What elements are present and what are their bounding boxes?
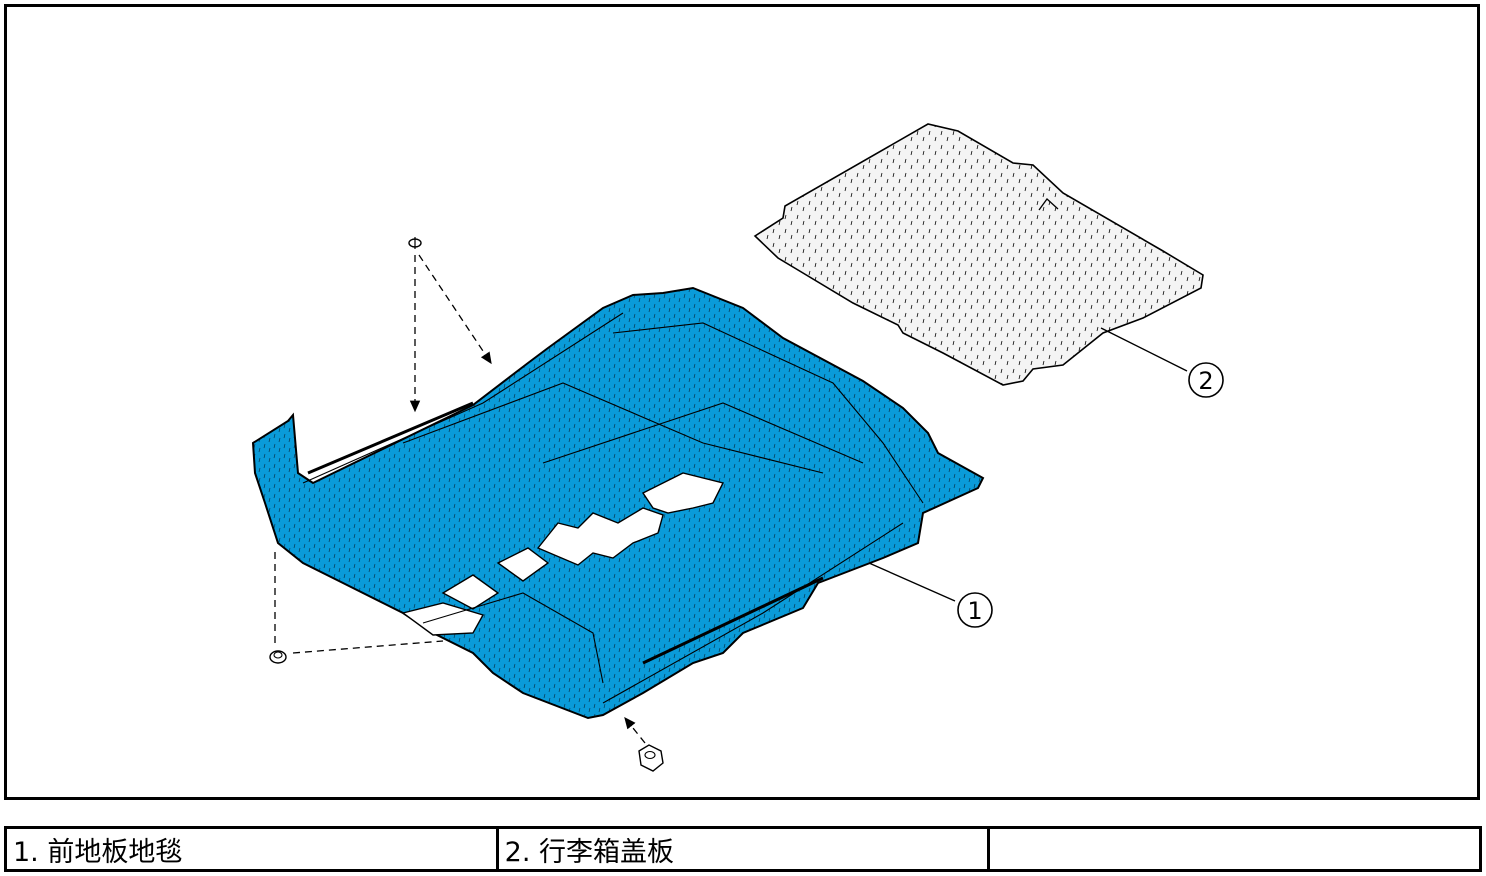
- carpet-cutout-center: [536, 507, 664, 566]
- front-floor-carpet-outline: [251, 286, 985, 720]
- carpet-sill-strip-right: [642, 576, 824, 665]
- clip-fastener-left: [269, 650, 287, 664]
- carpet-contour-right-sill: [602, 522, 904, 704]
- assembly-line-left-horizontal: [292, 640, 444, 654]
- exploded-view-figure: 1 2: [4, 4, 1480, 800]
- carpet-cutout-pedal-right: [441, 574, 500, 610]
- callout-1: 1: [868, 562, 993, 628]
- assembly-line-top-diagonal: [418, 254, 492, 365]
- clip-fastener-bottom: [638, 744, 664, 772]
- legend-item-empty: [987, 826, 1482, 872]
- carpet-cutout-rear: [641, 472, 725, 514]
- carpet-contour-front: [422, 592, 604, 684]
- parts-legend-table: 1. 前地板地毯 2. 行李箱盖板: [4, 826, 1482, 872]
- carpet-contour-rear: [612, 322, 924, 504]
- clip-fastener-top: [408, 237, 422, 249]
- assembly-lines: [274, 254, 646, 744]
- callout-1-number: 1: [967, 597, 982, 625]
- carpet-cutout-pedal-left: [496, 547, 550, 582]
- legend-item-trunk-cover-panel: 2. 行李箱盖板: [495, 826, 991, 872]
- diagram-canvas: 1 2: [251, 123, 1224, 772]
- assembly-line-bottom: [624, 716, 646, 744]
- legend-item-front-floor-carpet: 1. 前地板地毯: [4, 826, 499, 872]
- trunk-cover-panel-texture: [755, 124, 1203, 385]
- callout-2-number: 2: [1198, 367, 1213, 395]
- callout-2: 2: [1100, 327, 1224, 398]
- carpet-contour-cross: [542, 402, 864, 464]
- trunk-cover-handle: [1038, 198, 1059, 211]
- carpet-contour-tunnel: [402, 382, 824, 474]
- carpet-contour-left-sill: [302, 312, 624, 484]
- carpet-sill-strip-left: [307, 401, 474, 475]
- legend-row: 1. 前地板地毯 2. 行李箱盖板: [4, 826, 1482, 872]
- trunk-cover-panel: [753, 123, 1204, 386]
- front-floor-carpet: [251, 286, 985, 720]
